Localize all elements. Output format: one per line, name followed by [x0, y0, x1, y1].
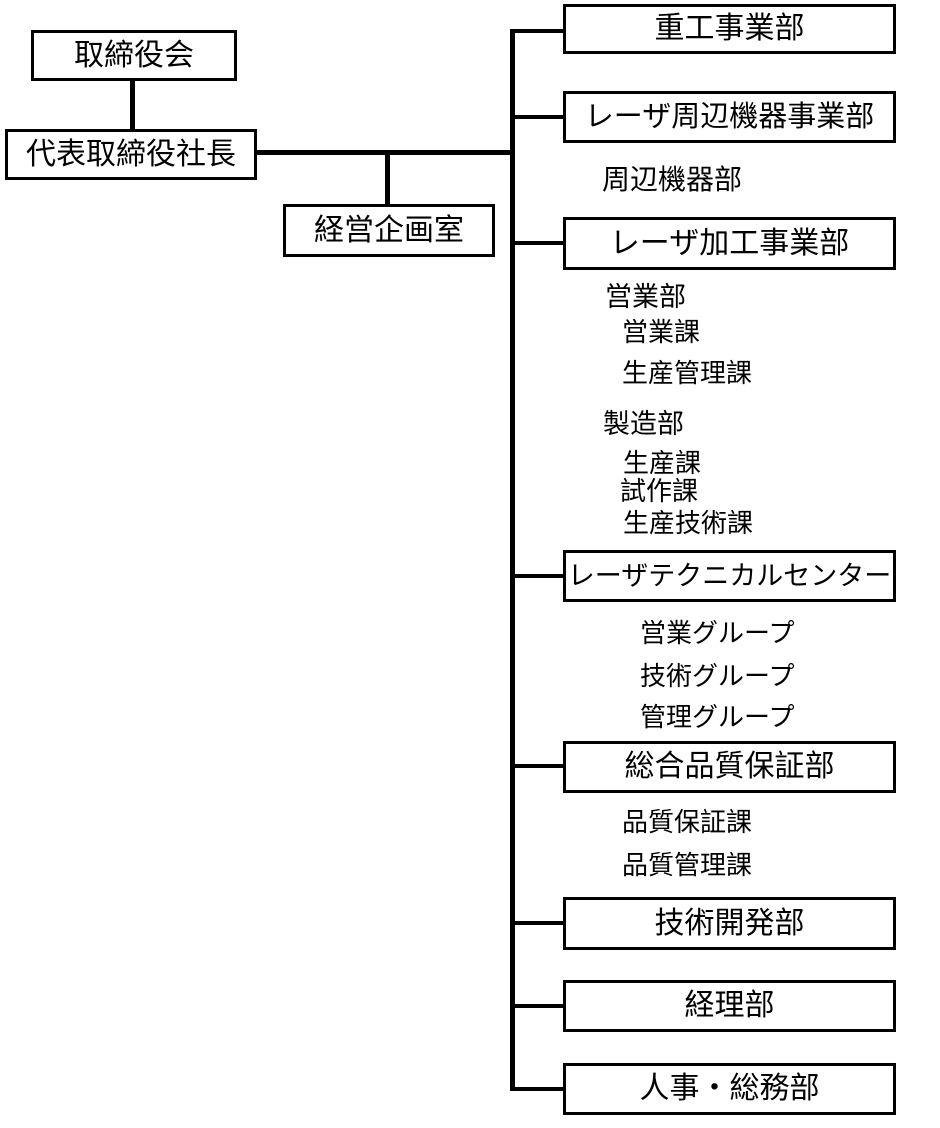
- sublabel-sales-group: 営業グループ: [640, 618, 795, 648]
- node-laser-peripheral-division-label: レーザ周辺機器事業部: [584, 100, 875, 133]
- node-accounting-division-label: 経理部: [684, 989, 775, 1022]
- node-laser-technical-center-label: レーザテクニカルセンター: [567, 560, 892, 591]
- node-board-of-directors: 取締役会: [31, 30, 237, 81]
- node-president: 代表取締役社長: [5, 129, 257, 180]
- sublabel-peripheral-equipment-dept: 周辺機器部: [602, 164, 743, 195]
- sublabel-quality-assurance-section: 品質保証課: [622, 807, 753, 837]
- node-hr-division-label: 人事・総務部: [639, 1072, 820, 1105]
- node-heavy-industry-division: 重工事業部: [563, 4, 896, 54]
- node-planning-office: 経営企画室: [283, 204, 495, 257]
- connector-stub-quality-assurance: [510, 764, 565, 768]
- connector-trunk: [510, 29, 515, 1091]
- node-accounting-division: 経理部: [563, 980, 896, 1032]
- node-rd-division-label: 技術開発部: [654, 906, 805, 940]
- connector-stub-rd: [510, 921, 565, 925]
- node-heavy-industry-division-label: 重工事業部: [654, 12, 805, 45]
- connector-president-to-trunk: [255, 150, 515, 155]
- sublabel-sales-dept: 営業部: [605, 282, 686, 312]
- connector-to-planning-office: [385, 155, 390, 204]
- connector-board-to-president: [130, 81, 135, 129]
- sublabel-admin-group: 管理グループ: [640, 702, 795, 732]
- node-rd-division: 技術開発部: [563, 897, 896, 950]
- node-hr-division: 人事・総務部: [563, 1063, 896, 1115]
- connector-stub-accounting: [510, 1004, 565, 1008]
- sublabel-sales-section: 営業課: [622, 317, 701, 347]
- sublabel-prototype-section: 試作課: [620, 476, 699, 506]
- sublabel-quality-control-section: 品質管理課: [622, 850, 753, 880]
- node-board-of-directors-label: 取締役会: [74, 38, 194, 72]
- connector-stub-laser-peripheral: [510, 115, 565, 119]
- connector-stub-heavy-industry: [510, 29, 565, 33]
- connector-stub-hr: [510, 1087, 565, 1091]
- node-laser-processing-division-label: レーザ加工事業部: [609, 226, 850, 260]
- node-laser-technical-center: レーザテクニカルセンター: [563, 550, 896, 602]
- connector-stub-laser-processing: [510, 241, 565, 245]
- sublabel-engineering-group: 技術グループ: [640, 661, 795, 691]
- sublabel-production-control-section: 生産管理課: [622, 358, 753, 388]
- node-quality-assurance-division: 総合品質保証部: [563, 741, 896, 793]
- sublabel-production-section: 生産課: [623, 448, 702, 478]
- sublabel-manufacturing-dept: 製造部: [603, 409, 684, 439]
- node-laser-peripheral-division: レーザ周辺機器事業部: [563, 91, 896, 143]
- node-president-label: 代表取締役社長: [26, 137, 236, 171]
- node-planning-office-label: 経営企画室: [314, 213, 464, 247]
- connector-stub-technical-center: [510, 574, 565, 578]
- sublabel-production-engineering-section: 生産技術課: [623, 508, 754, 538]
- node-quality-assurance-division-label: 総合品質保証部: [624, 750, 835, 783]
- node-laser-processing-division: レーザ加工事業部: [563, 217, 896, 270]
